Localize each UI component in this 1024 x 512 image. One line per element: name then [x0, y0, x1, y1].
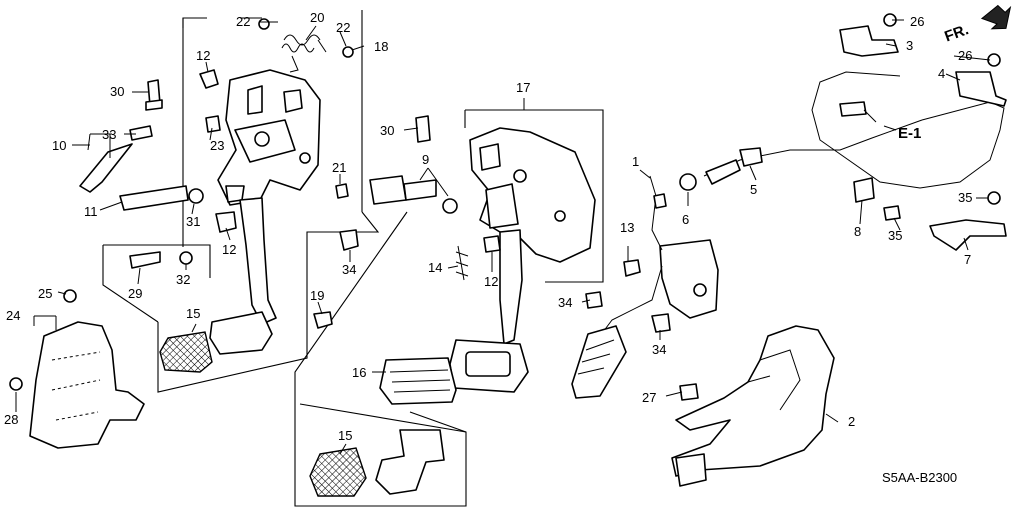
- brake-pedal-arm: [499, 229, 523, 345]
- callout-19: 19: [310, 288, 324, 303]
- callout-33: 33: [102, 127, 116, 142]
- brake-spring-14: [455, 245, 469, 281]
- fasteners-right: [623, 259, 699, 401]
- callout-21: 21: [332, 160, 346, 175]
- callout-1: 1: [632, 154, 639, 169]
- callout-4: 4: [938, 66, 945, 81]
- brake-switch: [369, 115, 458, 214]
- brake-pedal-pad: [449, 339, 529, 393]
- accelerator-pedal-bracket: [649, 175, 719, 319]
- fasteners-left: [79, 18, 359, 329]
- fasteners-center: [483, 235, 603, 309]
- callout-15-left: 15: [186, 306, 200, 321]
- diagram-code: S5AA-B2300: [882, 470, 957, 485]
- accelerator-cable: [679, 71, 1005, 191]
- clutch-springs: [281, 34, 327, 73]
- callout-8: 8: [854, 224, 861, 239]
- callout-35-mid: 35: [888, 228, 902, 243]
- group-frames: [102, 10, 604, 507]
- callout-12-center: 12: [484, 274, 498, 289]
- callout-7: 7: [964, 252, 971, 267]
- callout-2: 2: [848, 414, 855, 429]
- callout-13: 13: [620, 220, 634, 235]
- callout-25: 25: [38, 286, 52, 301]
- callout-3: 3: [906, 38, 913, 53]
- callout-35-right: 35: [958, 190, 972, 205]
- callout-9: 9: [422, 152, 429, 167]
- callout-23: 23: [210, 138, 224, 153]
- clutch-pedal-arm: [239, 197, 277, 325]
- callout-16: 16: [352, 365, 366, 380]
- callout-22-right: 22: [336, 20, 350, 35]
- callout-18: 18: [374, 39, 388, 54]
- clutch-pedal-bracket: [217, 69, 321, 206]
- clutch-pedal-pad: [209, 311, 273, 355]
- callout-6: 6: [682, 212, 689, 227]
- callout-27: 27: [642, 390, 656, 405]
- callout-15-center: 15: [338, 428, 352, 443]
- callout-31: 31: [186, 214, 200, 229]
- callout-24: 24: [6, 308, 20, 323]
- pedal-pad-16: [379, 357, 457, 405]
- callout-28: 28: [4, 412, 18, 427]
- callout-numbers: 1 2 3 4 5 6 7 8 9 10 11 12 12 12 13 14 1…: [4, 10, 972, 443]
- callout-32: 32: [176, 272, 190, 287]
- reference-label: E-1: [898, 125, 921, 142]
- pedal-pad-15-left: [159, 331, 213, 373]
- callout-26-mid: 26: [958, 48, 972, 63]
- brake-pedal-bracket: [469, 127, 596, 263]
- front-direction-marker: FR.: [942, 4, 1012, 46]
- callout-30-left: 30: [110, 84, 124, 99]
- callout-5: 5: [750, 182, 757, 197]
- callout-34-right: 34: [652, 342, 666, 357]
- pedal-cover: [9, 289, 145, 449]
- accelerator-pedal-arm: [599, 265, 663, 337]
- callout-34-center: 34: [558, 295, 572, 310]
- footrest-bracket: [671, 325, 835, 487]
- front-marker-label: FR.: [942, 21, 971, 45]
- callout-29: 29: [128, 286, 142, 301]
- callout-20: 20: [310, 10, 324, 25]
- callout-14: 14: [428, 260, 442, 275]
- pedal-pad-15-center: [309, 447, 367, 497]
- callout-22-left: 22: [236, 14, 250, 29]
- callout-30-center: 30: [380, 123, 394, 138]
- callout-34-left: 34: [342, 262, 356, 277]
- at-brake-pedal: [375, 429, 445, 495]
- accelerator-pedal-pad: [571, 325, 627, 399]
- callout-11: 11: [84, 204, 98, 219]
- callout-12-top: 12: [196, 48, 210, 63]
- callout-10: 10: [52, 138, 66, 153]
- cable-clips: [839, 13, 1007, 251]
- callout-17: 17: [516, 80, 530, 95]
- callout-12-left: 12: [222, 242, 236, 257]
- callout-26-top: 26: [910, 14, 924, 29]
- leader-lines: [15, 19, 991, 455]
